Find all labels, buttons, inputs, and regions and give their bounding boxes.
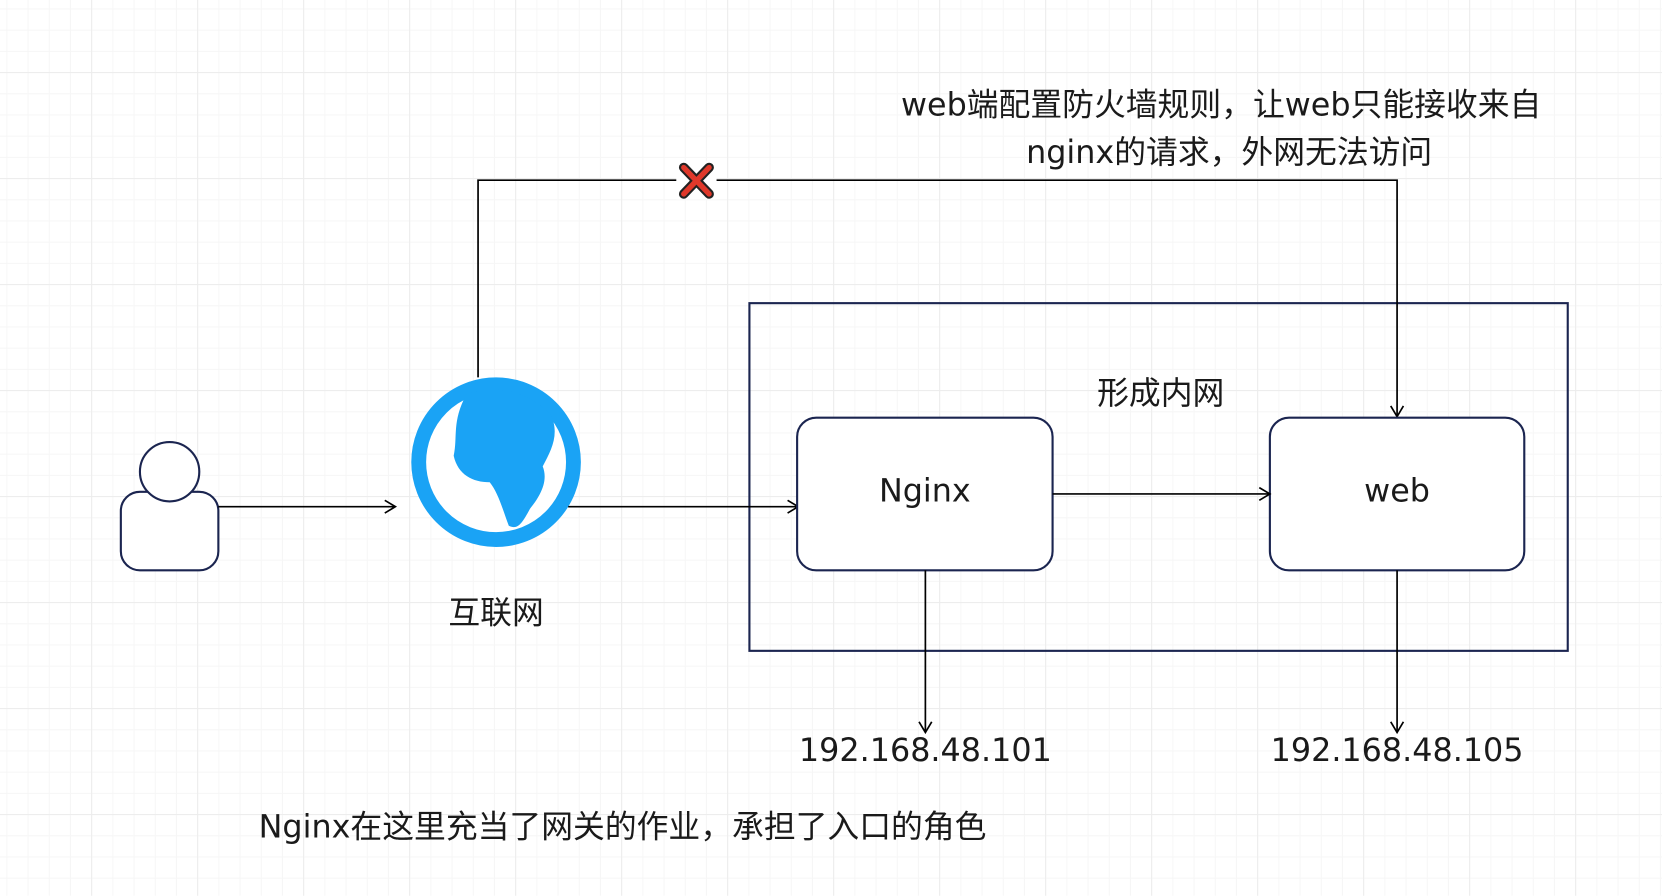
intranet-boundary	[748, 302, 1569, 652]
nginx-label: Nginx	[878, 472, 971, 510]
firewall-note-line2: nginx的请求，外网无法访问	[1026, 134, 1433, 172]
internet-label: 互联网	[448, 594, 544, 632]
blocked-x-icon	[676, 161, 717, 200]
web-label: web	[1364, 472, 1430, 510]
user-icon	[119, 440, 220, 572]
intranet-label: 形成内网	[1097, 375, 1225, 413]
gateway-note: Nginx在这里充当了网关的作业，承担了入口的角色	[258, 808, 987, 846]
internet-to-web-blocked-path	[477, 179, 1405, 419]
firewall-note-line1: web端配置防火墙规则，让web只能接收来自	[900, 86, 1542, 125]
globe-icon	[411, 377, 581, 547]
web-ip: 192.168.48.105	[1270, 732, 1524, 770]
nginx-ip: 192.168.48.101	[798, 732, 1052, 770]
